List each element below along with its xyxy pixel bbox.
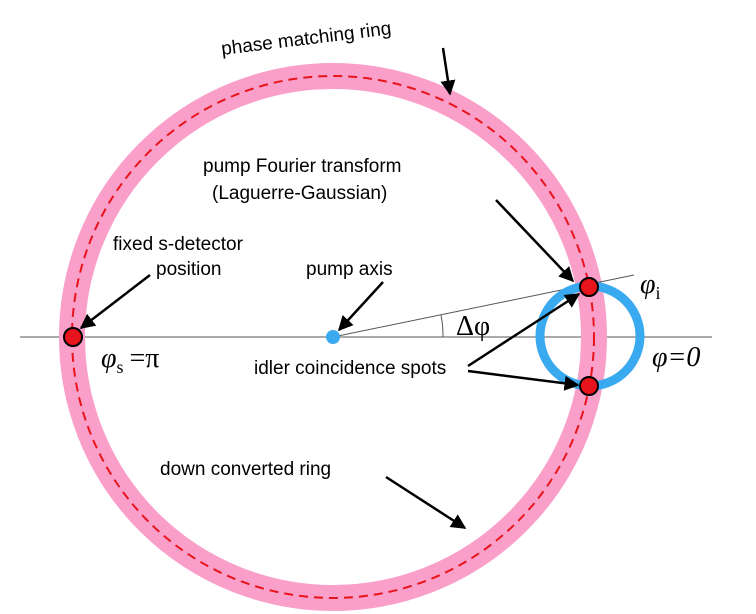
label-phi-zero: φ=0 [652,342,700,373]
down-converted-ring-dashed [71,75,595,599]
label-phi-s-eq: =π [130,343,160,374]
label-s-detector-line1: fixed s-detector [113,234,244,255]
label-phi-s: φs=π [101,343,159,377]
arrow-idler-lower [467,369,580,391]
label-pump-ft-line1: pump Fourier transform [203,156,402,177]
label-s-detector-line2: position [156,259,222,280]
arrow-s-detector [79,274,151,329]
label-phase-matching-ring: phase matching ring [220,18,392,60]
arrow-idler-upper [467,292,581,368]
arrow-phase-matching [440,47,456,96]
label-pump-axis: pump axis [306,259,393,280]
label-phi-i: φi [640,269,661,303]
label-idler-spots: idler coincidence spots [254,358,446,379]
idler-spot-upper [579,277,599,297]
delta-phi-arc [440,314,444,338]
label-pump-ft-line2: (Laguerre-Gaussian) [212,183,387,204]
s-detector-spot [63,327,83,347]
idler-spot-lower [579,376,599,396]
arrow-down-converted [385,475,467,530]
label-phi-s-sub: s [117,357,124,377]
pump-axis-dot [326,330,340,344]
label-down-converted-ring: down converted ring [160,459,331,480]
arrow-pump-axis [337,281,384,332]
label-delta-phi: Δφ [456,311,490,342]
arrow-pump-ft [495,199,575,283]
label-phi-i-sub: i [656,283,661,303]
